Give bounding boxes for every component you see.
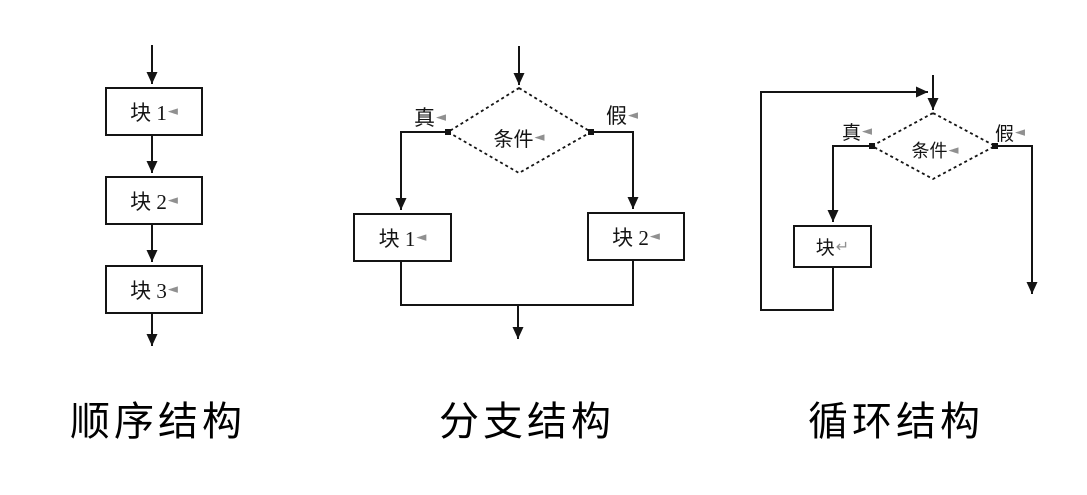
arrow-loop-true-branch xyxy=(827,145,872,222)
loop-connectors xyxy=(760,75,1038,311)
branch-false-label: 假◄ xyxy=(597,100,647,130)
condition-text: 条件 xyxy=(911,141,948,161)
format-mark: ◄ xyxy=(416,230,427,245)
branch-block1-label: 块 1 xyxy=(378,226,416,251)
seq-block3-label: 块 3 xyxy=(130,278,167,303)
branch-merge-lines xyxy=(400,261,634,306)
format-mark: ◄ xyxy=(534,130,545,145)
loop-block-label: 块 xyxy=(815,238,835,259)
format-mark: ◄ xyxy=(649,229,660,244)
seq-block1-label: 块 1 xyxy=(130,100,167,125)
true-text: 真 xyxy=(414,106,435,130)
caption-sequence: 顺序结构 xyxy=(70,400,246,444)
loop-condition-diamond xyxy=(870,111,997,181)
branch-block2-label: 块 2 xyxy=(612,225,649,250)
caption-branch: 分支结构 xyxy=(439,400,615,444)
format-mark: ◄ xyxy=(167,282,178,297)
seq-block2-box: 块 2◄ xyxy=(105,176,203,225)
false-text: 假 xyxy=(606,104,627,128)
paragraph-return-mark: ↵ xyxy=(835,237,850,256)
branch-condition-diamond xyxy=(446,86,593,175)
format-mark: ◄ xyxy=(948,142,959,158)
format-mark: ◄ xyxy=(628,107,638,123)
seq-block1-box: 块 1◄ xyxy=(105,87,203,136)
branch-condition-label: 条件◄ xyxy=(469,123,569,152)
arrow-true-branch xyxy=(395,131,448,210)
format-mark: ◄ xyxy=(862,124,872,139)
caption-loop: 循环结构 xyxy=(808,400,984,444)
branch-connectors xyxy=(395,46,639,339)
branch-true-label: 真◄ xyxy=(405,102,455,132)
arrow-loop-false-exit xyxy=(995,145,1038,294)
true-text: 真 xyxy=(841,123,861,144)
loop-block-box: 块↵ xyxy=(793,225,872,268)
loop-back-line xyxy=(760,86,928,311)
loop-condition-label: 条件◄ xyxy=(885,137,985,163)
seq-block2-label: 块 2 xyxy=(130,189,167,214)
false-text: 假 xyxy=(994,124,1014,145)
branch-block1-box: 块 1◄ xyxy=(353,213,452,262)
loop-false-label: 假◄ xyxy=(985,119,1035,146)
format-mark: ◄ xyxy=(167,193,178,208)
format-mark: ◄ xyxy=(436,109,446,125)
loop-true-label: 真◄ xyxy=(832,118,882,145)
branch-block2-box: 块 2◄ xyxy=(587,212,685,261)
format-mark: ◄ xyxy=(167,104,178,119)
condition-text: 条件 xyxy=(493,129,534,151)
seq-block3-box: 块 3◄ xyxy=(105,265,203,314)
format-mark: ◄ xyxy=(1015,125,1025,140)
arrow-false-branch xyxy=(591,131,639,209)
